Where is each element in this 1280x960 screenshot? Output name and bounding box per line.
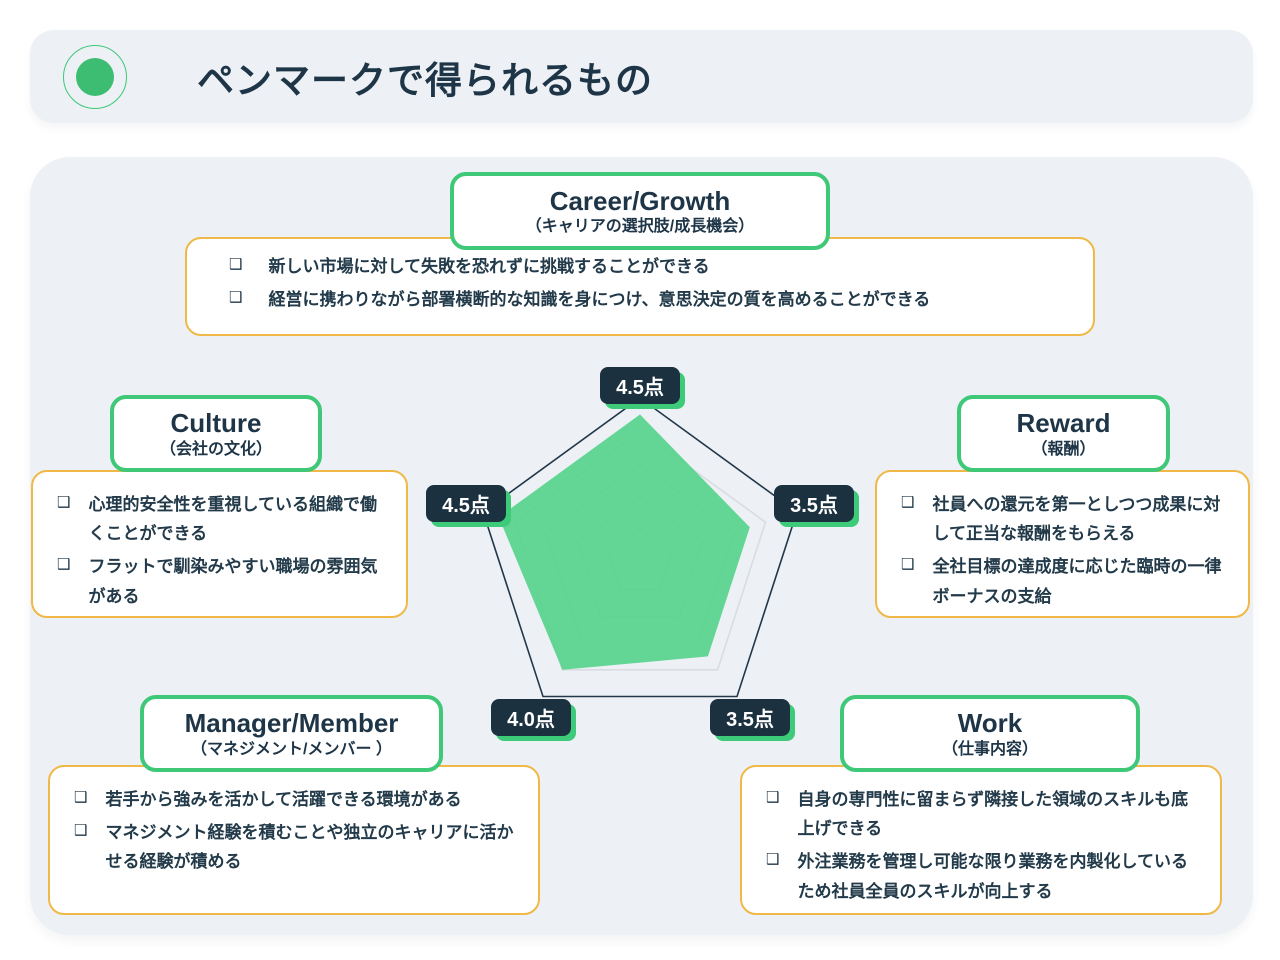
card-title: Work [957, 708, 1023, 739]
bullet-text: 外注業務を管理し可能な限り業務を内製化しているため社員全員のスキルが向上する [797, 852, 1188, 901]
card-subtitle: （キャリアの選択肢/成長機会） [525, 218, 755, 236]
culture-bullets-box: ❑ 心理的安全性を重視している組織で働くことができる ❑ フラットで馴染みやすい… [31, 470, 408, 618]
bullet-text: 新しい市場に対して失敗を恐れずに挑戦することができる [268, 257, 710, 276]
culture-title-box: Culture （会社の文化） [110, 395, 322, 472]
ballot-box-icon: ❑ [74, 789, 88, 806]
card-title: Culture [170, 408, 262, 439]
score-badge-career: 4.5点 [600, 367, 680, 404]
list-item: ❑ 心理的安全性を重視している組織で働くことができる [57, 490, 388, 548]
bullet-text: 若手から強みを活かして活躍できる環境がある [105, 790, 462, 809]
card-subtitle: （会社の文化） [159, 440, 272, 458]
ballot-box-icon: ❑ [229, 289, 243, 307]
bullet-text: マネジメント経験を積むことや独立のキャリアに活かせる経験が積める [105, 823, 514, 872]
ballot-box-icon: ❑ [74, 822, 88, 840]
list-item: ❑ 若手から強みを活かして活躍できる環境がある [74, 785, 520, 814]
ballot-box-icon: ❑ [57, 494, 71, 511]
work-bullets-box: ❑ 自身の専門性に留まらず隣接した領域のスキルも底上げできる ❑ 外注業務を管理… [740, 765, 1222, 915]
list-item: ❑ 新しい市場に対して失敗を恐れずに挑戦することができる [229, 252, 1075, 281]
reward-title-box: Reward （報酬） [957, 395, 1170, 472]
bullet-text: 自身の専門性に留まらず隣接した領域のスキルも底上げできる [797, 790, 1189, 839]
ballot-box-icon: ❑ [901, 556, 915, 574]
list-item: ❑ 社員への還元を第一としつつ成果に対して正当な報酬をもらえる [901, 490, 1230, 548]
radar-data-polygon [498, 414, 750, 670]
manager-bullets-box: ❑ 若手から強みを活かして活躍できる環境がある ❑ マネジメント経験を積むことや… [48, 765, 540, 915]
career-bullets-box: ❑ 新しい市場に対して失敗を恐れずに挑戦することができる ❑ 経営に携わりながら… [185, 237, 1095, 336]
card-title: Manager/Member [184, 708, 399, 739]
header-bar: ペンマークで得られるもの [30, 30, 1253, 123]
page-title: ペンマークで得られるもの [197, 59, 653, 101]
card-title: Career/Growth [549, 185, 731, 216]
list-item: ❑ 経営に携わりながら部署横断的な知識を身につけ、意思決定の質を高めることができ… [229, 285, 1075, 314]
card-subtitle: （仕事内容） [941, 740, 1038, 758]
reward-bullets-box: ❑ 社員への還元を第一としつつ成果に対して正当な報酬をもらえる ❑ 全社目標の達… [875, 470, 1250, 618]
card-subtitle: （マネジメント/メンバー ） [191, 740, 392, 758]
score-badge-culture: 4.5点 [426, 485, 506, 522]
list-item: ❑ 全社目標の達成度に応じた臨時の一律ボーナスの支給 [901, 552, 1230, 610]
radar-chart [482, 397, 798, 698]
ballot-box-icon: ❑ [766, 851, 780, 869]
card-subtitle: （報酬） [1031, 440, 1096, 458]
bullet-text: 社員への還元を第一としつつ成果に対して正当な報酬をもらえる [932, 495, 1221, 544]
bullet-text: 全社目標の達成度に応じた臨時の一律ボーナスの支給 [932, 557, 1222, 606]
list-item: ❑ マネジメント経験を積むことや独立のキャリアに活かせる経験が積める [74, 818, 520, 876]
list-item: ❑ 自身の専門性に留まらず隣接した領域のスキルも底上げできる [766, 785, 1202, 843]
ballot-box-icon: ❑ [766, 789, 780, 806]
score-badge-manager: 4.0点 [491, 699, 571, 736]
ballot-box-icon: ❑ [57, 556, 71, 574]
score-badge-work: 3.5点 [710, 699, 790, 736]
ballot-box-icon: ❑ [901, 494, 915, 511]
career-title-box: Career/Growth （キャリアの選択肢/成長機会） [450, 172, 830, 250]
radar-outer-grid [482, 397, 798, 698]
list-item: ❑ 外注業務を管理し可能な限り業務を内製化しているため社員全員のスキルが向上する [766, 847, 1202, 905]
bullet-text: フラットで馴染みやすい職場の雰囲気がある [88, 557, 378, 606]
green-dot-icon [63, 44, 127, 109]
bullet-text: 経営に携わりながら部署横断的な知識を身につけ、意思決定の質を高めることができる [268, 290, 931, 310]
score-badge-reward: 3.5点 [774, 485, 854, 522]
work-title-box: Work （仕事内容） [840, 695, 1140, 772]
manager-title-box: Manager/Member （マネジメント/メンバー ） [140, 695, 443, 772]
card-title: Reward [1016, 408, 1111, 439]
ballot-box-icon: ❑ [229, 256, 243, 273]
list-item: ❑ フラットで馴染みやすい職場の雰囲気がある [57, 552, 388, 610]
bullet-text: 心理的安全性を重視している組織で働くことができる [88, 495, 377, 544]
